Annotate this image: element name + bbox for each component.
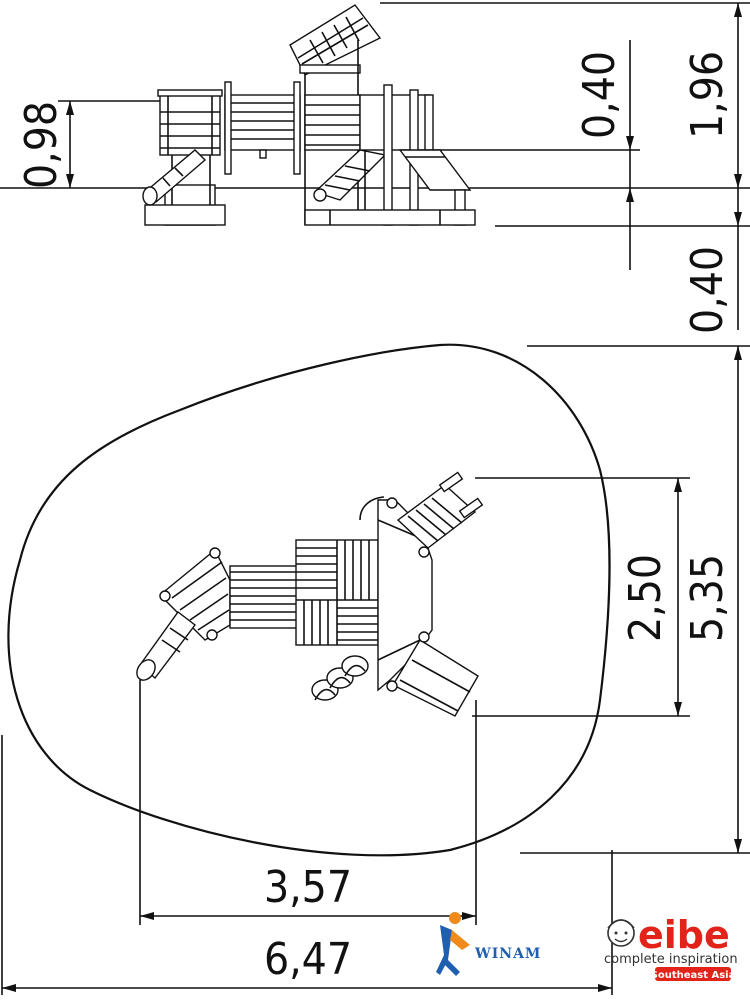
safety-area-outline bbox=[7, 343, 611, 857]
eibe-tagline: complete inspiration bbox=[604, 952, 738, 967]
side-bridge bbox=[224, 81, 301, 175]
eibe-wordmark: eibe bbox=[638, 913, 730, 957]
dim-plan-width-equipment: 3,57 bbox=[264, 862, 352, 913]
winam-logo: WINAM bbox=[436, 912, 541, 976]
eibe-logo: eibe complete inspiration Southeast Asia bbox=[604, 913, 738, 981]
dim-side-deck-top: 0,40 bbox=[574, 51, 625, 139]
dim-side-below-ground: 0,40 bbox=[682, 246, 733, 334]
side-elevation: 0,98 0,40 1,96 0,40 bbox=[0, 2, 750, 334]
eibe-region-badge bbox=[655, 967, 731, 981]
dim-plan-depth-area: 5,35 bbox=[682, 554, 733, 642]
plan-view: 2,50 5,35 3,57 6,47 bbox=[1, 343, 750, 995]
winam-logo-text: WINAM bbox=[474, 946, 541, 962]
eibe-region-text: Southeast Asia bbox=[651, 970, 736, 981]
plan-equipment bbox=[136, 471, 484, 717]
dim-plan-depth-equipment: 2,50 bbox=[620, 554, 671, 642]
side-left-tower bbox=[142, 89, 226, 226]
side-right-tower bbox=[289, 4, 476, 226]
dim-plan-width-area: 6,47 bbox=[264, 934, 352, 985]
dim-side-height-total: 1,96 bbox=[682, 51, 733, 139]
dim-side-left-height: 0,98 bbox=[16, 101, 67, 189]
